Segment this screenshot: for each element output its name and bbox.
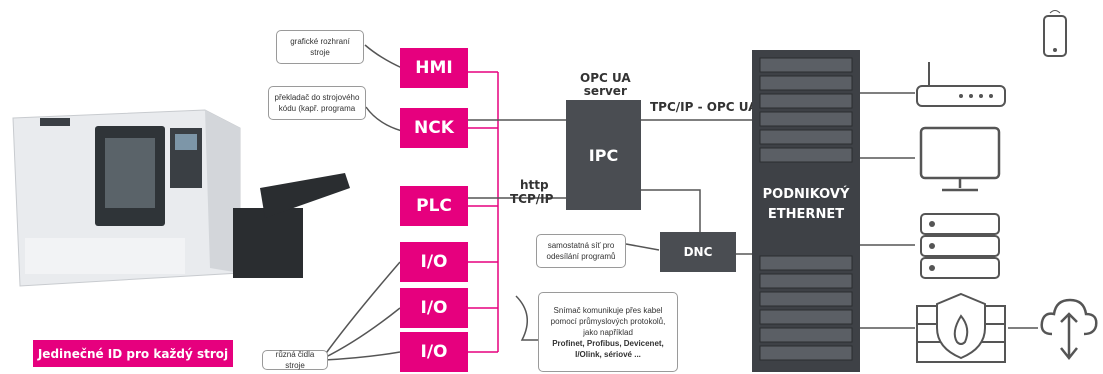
plc-block: PLC	[400, 186, 468, 226]
io-block-1: I/O	[400, 242, 468, 282]
machine-id-badge: Jedinečné ID pro každý stroj	[33, 340, 233, 367]
machine-id-text: Jedinečné ID pro každý stroj	[37, 346, 229, 361]
note-sensor: Snímač komunikuje přes kabel pomocí prům…	[538, 292, 678, 372]
tcp-opc-label: TPC/IP - OPC UA	[650, 100, 758, 114]
io-block-3: I/O	[400, 332, 468, 372]
nck-block: NCK	[400, 108, 468, 148]
hmi-block: HMI	[400, 48, 468, 88]
cnc-machine-drawing	[12, 109, 350, 287]
io-block-2: I/O	[400, 288, 468, 328]
opc-server-label: OPC UA server	[580, 71, 631, 98]
rack-units	[759, 57, 853, 361]
note-io: různá čidla stroje	[262, 350, 328, 370]
tablet-icon	[1040, 8, 1070, 58]
firewall-icon	[915, 292, 1007, 364]
dnc-block: DNC	[660, 232, 736, 272]
rack-title-line1: PODNIKOVÝ	[762, 187, 850, 202]
cnc-machine	[5, 88, 355, 318]
monitor-icon	[918, 125, 1002, 195]
ethernet-rack: PODNIKOVÝ ETHERNET	[752, 50, 860, 372]
ipc-block: IPC	[566, 100, 641, 210]
note-nck: překladač do strojového kódu (kapř. prog…	[268, 86, 366, 120]
rack-title-line2: ETHERNET	[767, 207, 845, 222]
note-hmi: grafické rozhraní stroje	[276, 30, 364, 64]
note-dnc: samostatná síť pro odesílání programů	[536, 234, 626, 268]
cloud-icon	[1038, 292, 1100, 364]
http-label: http TCP/IP	[510, 178, 554, 206]
server-icon	[918, 212, 1002, 280]
router-icon	[915, 60, 1007, 108]
